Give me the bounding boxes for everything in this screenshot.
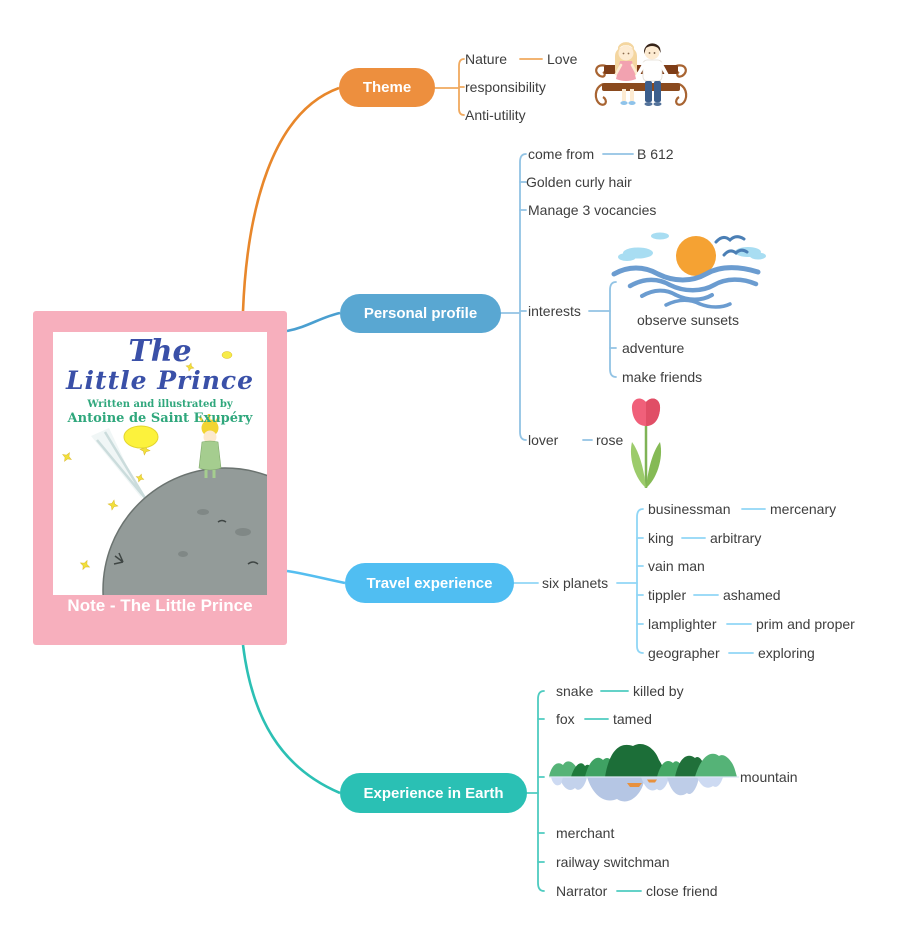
topic-observe-sunsets[interactable]: observe sunsets [637,312,739,328]
topic-lamplighter[interactable]: lamplighter [648,616,717,632]
topic-geographer[interactable]: geographer [648,645,720,661]
branch-experience-earth[interactable]: Experience in Earth [340,773,527,813]
mountain-reflection-icon[interactable] [549,736,739,818]
topic-anti-utility[interactable]: Anti-utility [465,107,526,123]
topic-railway-switchman[interactable]: railway switchman [556,854,670,870]
sunset-over-sea-icon[interactable] [608,226,770,310]
topic-narrator[interactable]: Narrator [556,883,608,899]
branch-theme[interactable]: Theme [339,68,435,107]
topic-exploring[interactable]: exploring [758,645,815,661]
central-topic-label: Note - The Little Prince [67,596,253,615]
topic-love[interactable]: Love [547,51,578,67]
topic-close-friend[interactable]: close friend [646,883,718,899]
topic-arbitrary[interactable]: arbitrary [710,530,762,546]
topic-merchant[interactable]: merchant [556,825,615,841]
topic-fox[interactable]: fox [556,711,575,727]
cover-title-line2: Little Prince [65,366,255,395]
topic-mercenary[interactable]: mercenary [770,501,837,517]
topic-ashamed[interactable]: ashamed [723,587,781,603]
topic-vain-man[interactable]: vain man [648,558,705,574]
branch-travel-experience[interactable]: Travel experience [345,563,514,603]
topic-manage-vocancies[interactable]: Manage 3 vocancies [528,202,657,218]
topic-come-from[interactable]: come from [528,146,595,162]
branch-personal-profile[interactable]: Personal profile [340,294,501,333]
topic-tippler[interactable]: tippler [648,587,687,603]
cover-author: Antoine de Saint Exupéry [67,411,253,426]
topic-nature[interactable]: Nature [465,51,508,67]
central-topic[interactable]: The Little Prince Written and illustrate… [33,311,287,645]
topic-snake[interactable]: snake [556,683,594,699]
topic-businessman[interactable]: businessman [648,501,731,517]
tulip-icon[interactable] [626,395,666,491]
little-prince-illustration-icon [62,351,267,595]
couple-on-bench-icon[interactable] [590,34,692,114]
topic-tamed[interactable]: tamed [613,711,652,727]
topic-king[interactable]: king [648,530,674,546]
topic-killed-by[interactable]: killed by [633,683,684,699]
topic-six-planets[interactable]: six planets [542,575,609,591]
topic-b612[interactable]: B 612 [637,146,674,162]
cover-byline: Written and illustrated by [87,399,233,410]
topic-make-friends[interactable]: make friends [622,369,703,385]
topic-mountain[interactable]: mountain [740,769,798,785]
topic-prim-and-proper[interactable]: prim and proper [756,616,855,632]
topic-interests[interactable]: interests [528,303,581,319]
book-cover: The Little Prince Written and illustrate… [53,332,267,595]
topic-lover[interactable]: lover [528,432,559,448]
topic-adventure[interactable]: adventure [622,340,685,356]
topic-golden-curly-hair[interactable]: Golden curly hair [526,174,632,190]
topic-responsibility[interactable]: responsibility [465,79,546,95]
cover-title-line1: The [128,334,192,369]
topic-rose[interactable]: rose [596,432,624,448]
